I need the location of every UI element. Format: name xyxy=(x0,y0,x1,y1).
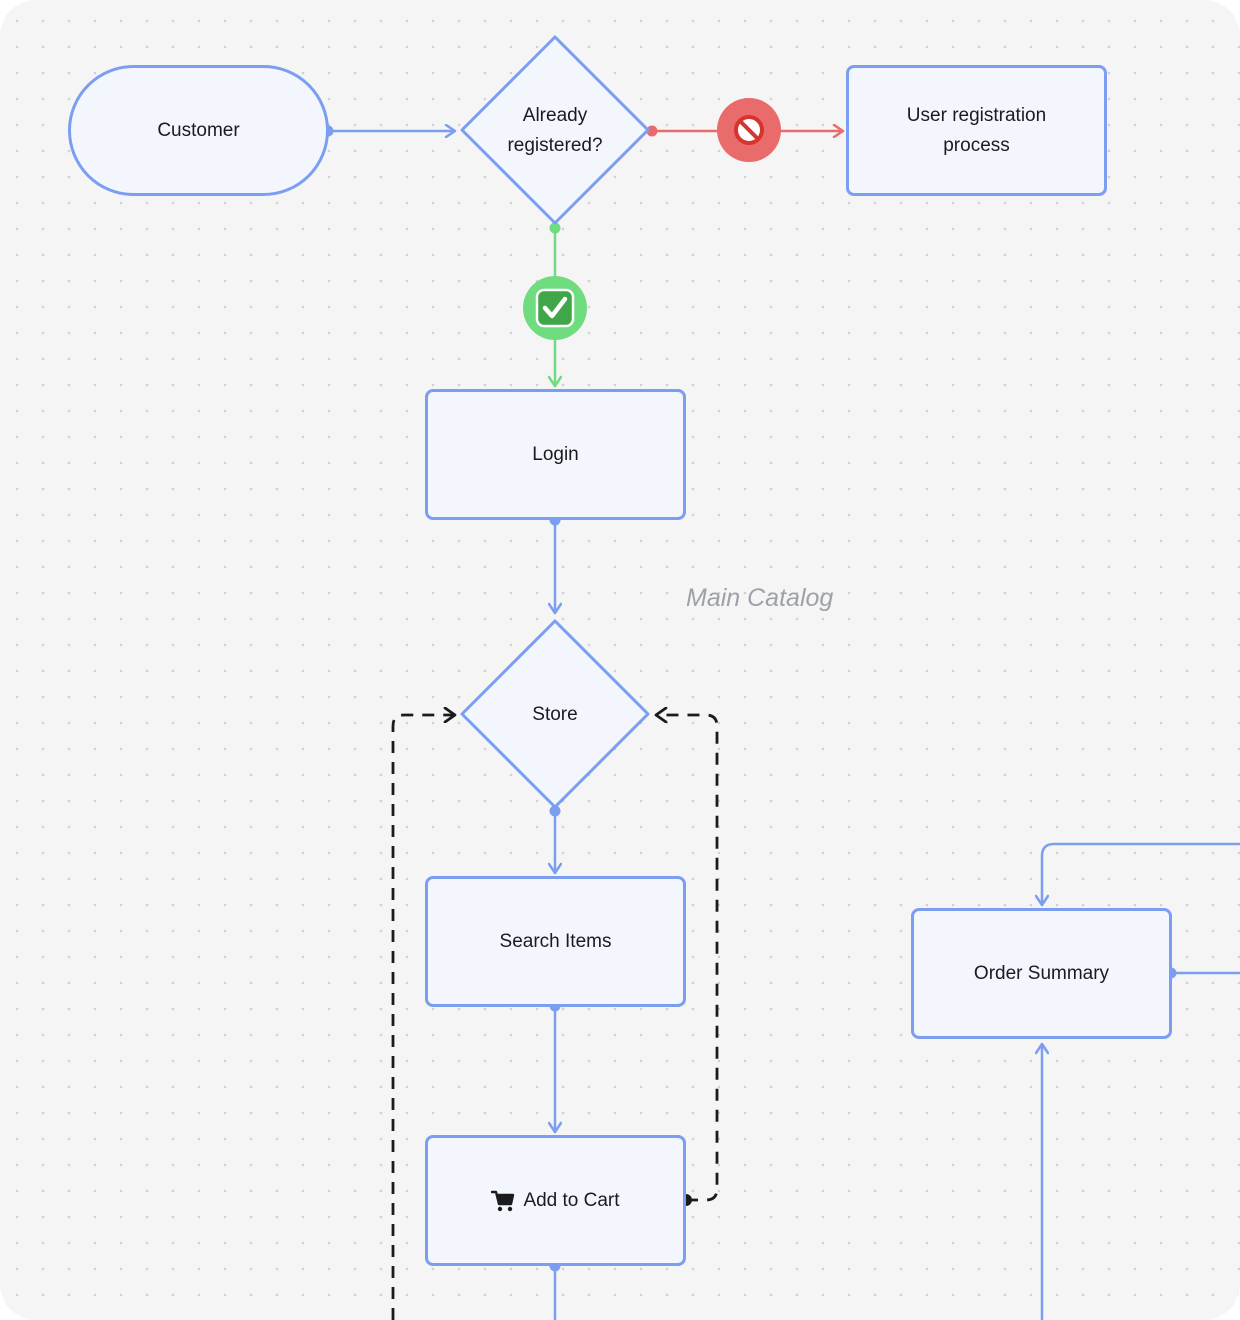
decision-label-line1: Already xyxy=(522,105,588,126)
node-add-to-cart[interactable]: Add to Cart xyxy=(425,1135,686,1266)
node-customer[interactable]: Customer xyxy=(68,65,329,196)
node-order-summary[interactable]: Order Summary xyxy=(911,908,1172,1039)
node-user-registration[interactable]: User registration process xyxy=(846,65,1107,196)
prohibited-icon xyxy=(734,115,764,145)
node-login[interactable]: Login xyxy=(425,389,686,520)
port-dot xyxy=(646,125,658,137)
check-mark-icon xyxy=(535,288,575,328)
shopping-cart-icon xyxy=(491,1190,515,1211)
node-search-items-label: Search Items xyxy=(499,930,612,952)
decision-store-label: Store xyxy=(532,704,578,725)
decision-already-registered-label: Already registered? xyxy=(470,95,640,167)
node-customer-label: Customer xyxy=(157,119,240,141)
port-dot xyxy=(549,805,561,817)
edge-left-loop-to-store xyxy=(391,715,455,1320)
port-dot xyxy=(549,222,561,234)
decision-label-line2: registered? xyxy=(507,135,603,156)
no-badge xyxy=(717,98,781,162)
node-user-registration-line1: User registration xyxy=(906,104,1047,126)
main-catalog-label: Main Catalog xyxy=(686,584,834,612)
node-add-to-cart-label: Add to Cart xyxy=(523,1189,620,1211)
edge-cart-loop-to-store xyxy=(656,715,719,1202)
edge-into-order-summary-top xyxy=(1042,842,1240,905)
node-login-label: Login xyxy=(532,443,579,465)
node-order-summary-label: Order Summary xyxy=(973,962,1110,984)
yes-badge xyxy=(523,276,587,340)
decision-already-registered-shape[interactable] xyxy=(460,35,650,225)
node-user-registration-line2: process xyxy=(943,134,1010,156)
node-search-items[interactable]: Search Items xyxy=(425,876,686,1007)
decision-store-shape[interactable] xyxy=(460,619,650,809)
